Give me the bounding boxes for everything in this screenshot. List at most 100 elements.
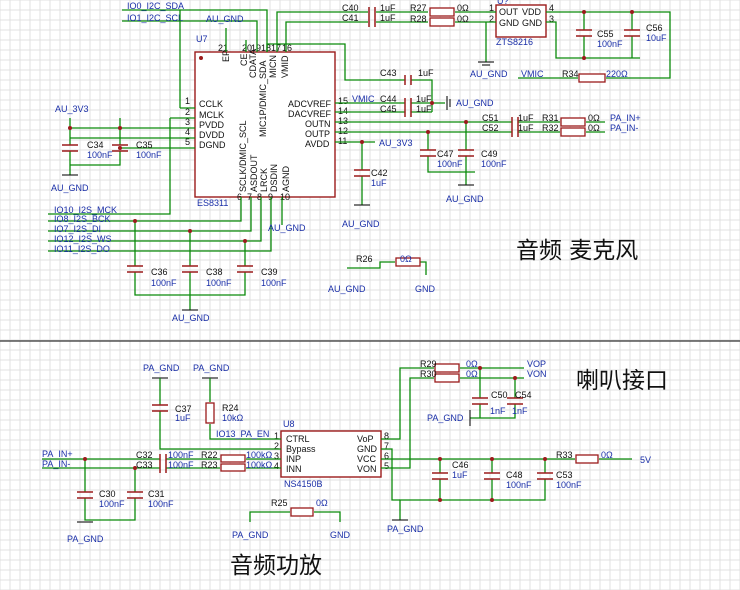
junction-c55-top bbox=[582, 10, 586, 14]
val-c50: 1nF bbox=[490, 406, 506, 416]
wire-reg-gnd2 bbox=[546, 21, 640, 59]
res-r33[interactable] bbox=[575, 454, 599, 464]
res-r31[interactable] bbox=[560, 117, 586, 127]
wire-r26 bbox=[347, 261, 427, 275]
res-r24[interactable] bbox=[205, 402, 215, 424]
val-r30: 0Ω bbox=[466, 369, 478, 379]
ref-c32: C32 bbox=[136, 450, 153, 460]
junction-c38 bbox=[188, 229, 192, 233]
u7-pin-asdout: ASDOUT bbox=[249, 154, 259, 192]
junction-c50 bbox=[478, 366, 482, 370]
net-io1: IO1_I2C_SCL bbox=[127, 13, 183, 23]
ref-c31: C31 bbox=[148, 489, 165, 499]
val-r28: 0Ω bbox=[457, 14, 469, 24]
wire-micn bbox=[276, 11, 368, 52]
net-io8: IO8_I2S_BCK bbox=[54, 214, 111, 224]
res-r32[interactable] bbox=[560, 127, 586, 137]
reg-part: ZTS8216 bbox=[496, 37, 533, 47]
res-r22[interactable] bbox=[220, 454, 246, 463]
u8-pin-inn: INN bbox=[286, 464, 302, 474]
u8-pin-bypass: Bypass bbox=[286, 444, 316, 454]
net-vop: VOP bbox=[527, 359, 546, 369]
net-pa-gnd-c37: PA_GND bbox=[143, 363, 180, 373]
u8-pin-gnd: GND bbox=[357, 444, 378, 454]
junction-gnd-c46 bbox=[438, 498, 442, 502]
wire-i2c-sda bbox=[122, 9, 268, 52]
val-c33: 100nF bbox=[168, 460, 194, 470]
u7-pin-cdata: CDATA bbox=[248, 49, 258, 78]
u8-pinnum-3: 3 bbox=[274, 451, 279, 461]
u7-pin-avdd: AVDD bbox=[305, 139, 330, 149]
val-c35: 100nF bbox=[136, 150, 162, 160]
res-r25[interactable] bbox=[290, 507, 314, 517]
wire-reg-gnd bbox=[485, 21, 496, 62]
reg-pinnum-1: 1 bbox=[489, 3, 494, 13]
u8-pinnum-6: 6 bbox=[384, 451, 389, 461]
val-c47: 100nF bbox=[437, 159, 463, 169]
ref-c54: C54 bbox=[515, 390, 532, 400]
u8-pin-inp: INP bbox=[286, 454, 301, 464]
val-c38: 100nF bbox=[206, 278, 232, 288]
u7-pin-ce: CE bbox=[239, 53, 249, 66]
u8-pin-vcc: VCC bbox=[357, 454, 377, 464]
u7-pin-cclk: CCLK bbox=[199, 99, 223, 109]
wire-reg-vdd bbox=[546, 11, 671, 73]
u7-pin-dsdin: DSDIN bbox=[269, 164, 279, 192]
wire-vmic-r34 bbox=[518, 73, 671, 79]
net-gnd-r25: GND bbox=[330, 530, 351, 540]
ref-c50: C50 bbox=[491, 390, 508, 400]
u7-pinnum-19: 19 bbox=[251, 43, 261, 53]
u7-pin-sclk: SCLK/DMIC_SCL bbox=[238, 120, 248, 192]
ref-r32: R32 bbox=[542, 123, 559, 133]
net-au-3v3-avdd: AU_3V3 bbox=[379, 138, 413, 148]
val-r33: 0Ω bbox=[601, 450, 613, 460]
wire-c53-gnd bbox=[399, 459, 546, 520]
u7-pin-dacvref: DACVREF bbox=[288, 109, 332, 119]
junction-c42 bbox=[360, 140, 364, 144]
val-c51: 1uF bbox=[518, 113, 534, 123]
reg-pinnum-4: 4 bbox=[549, 3, 554, 13]
ref-c51: C51 bbox=[482, 113, 499, 123]
wire-c35 bbox=[70, 118, 121, 166]
val-c54: 1nF bbox=[512, 406, 528, 416]
reg-chip-body[interactable] bbox=[495, 4, 547, 38]
u7-pin-micn: MICN bbox=[268, 55, 278, 78]
u7-chip-body[interactable] bbox=[194, 51, 336, 198]
u8-pinnum-8: 8 bbox=[384, 431, 389, 441]
u8-pinnum-5: 5 bbox=[384, 461, 389, 471]
u7-pin-dvdd: DVDD bbox=[199, 130, 225, 140]
u8-pin-ctrl: CTRL bbox=[286, 434, 310, 444]
ref-c55: C55 bbox=[597, 29, 614, 39]
net-pa-in-n-amp: PA_IN- bbox=[42, 459, 70, 469]
res-r27[interactable] bbox=[429, 7, 455, 17]
ref-r26: R26 bbox=[356, 254, 373, 264]
u7-pinnum-11: 11 bbox=[338, 136, 347, 146]
res-r29[interactable] bbox=[434, 363, 460, 373]
junction-c48 bbox=[490, 457, 494, 461]
u7-pin-outn: OUTN bbox=[305, 119, 331, 129]
ref-c56: C56 bbox=[646, 23, 663, 33]
u7-pinnum-16: 16 bbox=[282, 43, 292, 53]
res-r30[interactable] bbox=[434, 373, 460, 383]
val-c32: 100nF bbox=[168, 450, 194, 460]
junction-gnd-c48 bbox=[490, 498, 494, 502]
val-c56: 10uF bbox=[646, 33, 667, 43]
junction-c54 bbox=[513, 376, 517, 380]
res-r28[interactable] bbox=[429, 17, 455, 27]
u8-part: NS4150B bbox=[284, 479, 323, 489]
res-r34[interactable] bbox=[578, 73, 606, 83]
wire-vop bbox=[381, 367, 434, 440]
title-mic: 音频 麦克风 bbox=[516, 238, 638, 264]
wire-i2s-ws bbox=[48, 197, 262, 242]
res-r23[interactable] bbox=[220, 463, 246, 472]
net-pa-gnd-c50: PA_GND bbox=[427, 413, 464, 423]
ref-r24: R24 bbox=[222, 403, 239, 413]
res-r26[interactable] bbox=[395, 257, 421, 267]
u8-chip-body[interactable] bbox=[280, 430, 382, 478]
net-pa-in-n-top: PA_IN- bbox=[610, 123, 638, 133]
val-c52: 1uF bbox=[518, 123, 534, 133]
ref-r34: R34 bbox=[562, 69, 579, 79]
net-au-gnd-reg: AU_GND bbox=[470, 69, 508, 79]
ref-c49: C49 bbox=[481, 149, 498, 159]
